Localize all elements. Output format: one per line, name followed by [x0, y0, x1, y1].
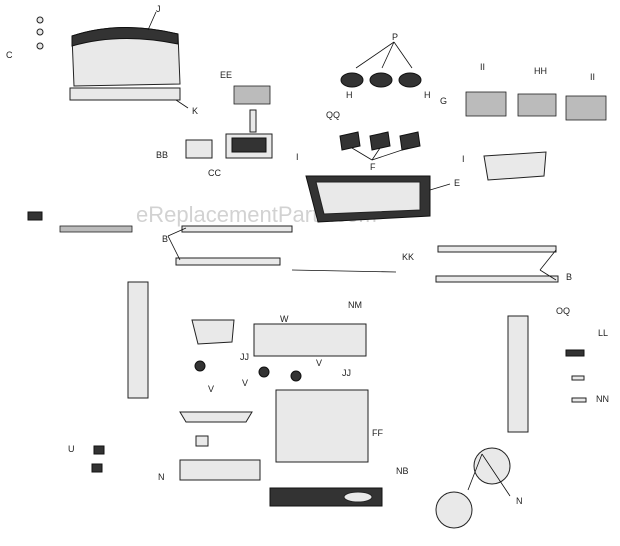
- lower-panel: [179, 459, 261, 481]
- spacer: [571, 397, 587, 403]
- label-JJ: JJ: [342, 368, 351, 378]
- label-C: C: [6, 50, 13, 60]
- burner: [340, 72, 364, 88]
- label-EE: EE: [220, 70, 232, 80]
- heat-tent: [369, 131, 391, 151]
- knob: [258, 366, 270, 378]
- label-B: B: [162, 234, 168, 244]
- label-NN: NN: [596, 394, 609, 404]
- tank-hole: [343, 491, 373, 503]
- left-side-panel: [127, 281, 149, 399]
- igniter-module: [27, 211, 43, 221]
- label-OQ: OQ: [556, 306, 570, 316]
- handle: [185, 139, 213, 159]
- cabinet-door: [275, 389, 369, 463]
- label-CC: CC: [208, 168, 221, 178]
- side-rail: [181, 225, 293, 233]
- label-F: F: [370, 162, 376, 172]
- drip-tray: [179, 411, 253, 423]
- label-N: N: [516, 496, 523, 506]
- label-NM: NM: [348, 300, 362, 310]
- label-H: H: [346, 90, 353, 100]
- label-G: G: [440, 96, 447, 106]
- label-U: U: [68, 444, 75, 454]
- warming-rack: [233, 85, 271, 105]
- control-display: [231, 137, 267, 153]
- bracket-small: [565, 349, 585, 357]
- label-KK: KK: [402, 252, 414, 262]
- label-N: N: [158, 472, 165, 482]
- burner: [398, 72, 422, 88]
- label-JJ: JJ: [240, 352, 249, 362]
- lid-top-band: [71, 26, 179, 47]
- label-V: V: [208, 384, 214, 394]
- label-I: I: [462, 154, 465, 164]
- label-P: P: [392, 32, 398, 42]
- front-panel: [253, 323, 367, 357]
- clip: [195, 435, 209, 447]
- wheel: [473, 447, 511, 485]
- wheel: [435, 491, 473, 529]
- label-J: J: [156, 4, 161, 14]
- label-V: V: [316, 358, 322, 368]
- caster: [93, 445, 105, 455]
- heat-tent: [339, 131, 361, 151]
- label-V: V: [242, 378, 248, 388]
- spacer: [571, 375, 585, 381]
- firebox-inner: [315, 181, 421, 215]
- side-rail: [435, 275, 559, 283]
- label-E: E: [454, 178, 460, 188]
- burner: [369, 72, 393, 88]
- gas-manifold: [291, 269, 397, 273]
- label-II: II: [480, 62, 485, 72]
- cooking-grate: [517, 93, 557, 117]
- knob: [290, 370, 302, 382]
- cooking-grate: [465, 91, 507, 117]
- label-LL: LL: [598, 328, 608, 338]
- screw: [36, 16, 44, 24]
- label-HH: HH: [534, 66, 547, 76]
- label-K: K: [192, 106, 198, 116]
- label-QQ: QQ: [326, 110, 340, 120]
- ignitor: [249, 109, 257, 133]
- knob: [194, 360, 206, 372]
- bracket: [191, 319, 235, 345]
- label-W: W: [280, 314, 289, 324]
- label-NB: NB: [396, 466, 409, 476]
- label-FF: FF: [372, 428, 383, 438]
- side-rail: [175, 257, 281, 266]
- screw: [36, 28, 44, 36]
- cooking-grate: [565, 95, 607, 121]
- label-I: I: [296, 152, 299, 162]
- screw: [36, 42, 44, 50]
- heat-tent: [399, 131, 421, 151]
- label-B: B: [566, 272, 572, 282]
- caster: [91, 463, 103, 473]
- side-burner-grate: [483, 151, 547, 181]
- label-II: II: [590, 72, 595, 82]
- lid-trim: [69, 87, 181, 101]
- side-rail: [437, 245, 557, 253]
- right-side-panel: [507, 315, 529, 433]
- label-BB: BB: [156, 150, 168, 160]
- label-H: H: [424, 90, 431, 100]
- warming-rack-small: [59, 225, 133, 233]
